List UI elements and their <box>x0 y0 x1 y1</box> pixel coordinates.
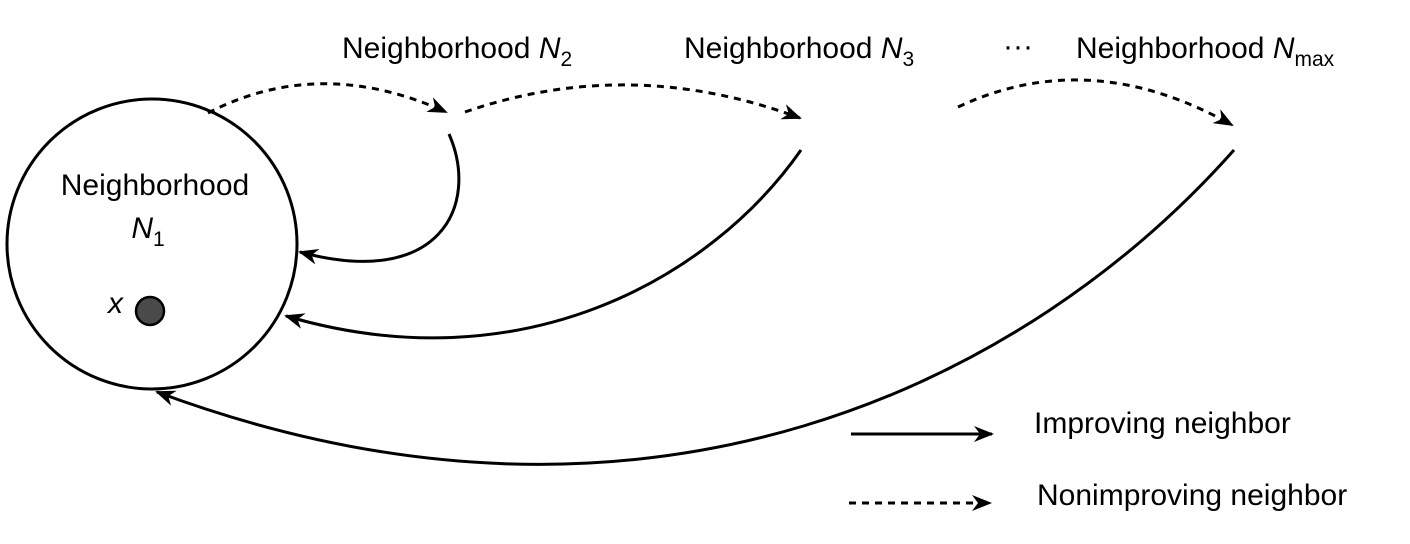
neighborhood-n1-circle <box>5 97 299 391</box>
neighborhood-n1-word: Neighborhood <box>61 169 249 202</box>
n2-index: 2 <box>561 48 573 71</box>
neighborhood-nmax-label: Neighborhood Nmax <box>1076 32 1335 71</box>
ellipsis: ··· <box>1003 30 1033 63</box>
neighborhood-n1-symbol: N1 <box>131 212 164 251</box>
point-x-label: x <box>106 287 124 320</box>
nmax-word: Neighborhood <box>1076 32 1264 65</box>
nonimproving-arrow-n2-n3 <box>464 83 802 120</box>
n1-index: 1 <box>153 228 165 251</box>
improving-arrow-n2-n1 <box>298 133 461 265</box>
neighborhood-n2-label: Neighborhood N2 <box>342 32 572 71</box>
legend-nonimproving-label: Nonimproving neighbor <box>1037 479 1347 512</box>
nonimproving-arrow-to-nmax <box>957 78 1234 127</box>
n1-symbol: N <box>131 212 153 245</box>
improving-arrow-nmax-n1 <box>155 149 1236 466</box>
n2-word: Neighborhood <box>342 32 530 65</box>
n3-index: 3 <box>903 48 915 71</box>
n3-word: Neighborhood <box>684 32 872 65</box>
n2-symbol: N <box>539 32 561 65</box>
improving-arrow-n3-n1 <box>284 149 803 340</box>
nonimproving-arrow-n1-n2 <box>207 82 448 115</box>
current-solution-point <box>134 295 166 327</box>
n3-symbol: N <box>881 32 903 65</box>
neighborhood-n3-label: Neighborhood N3 <box>684 32 914 71</box>
legend-improving-label: Improving neighbor <box>1034 407 1291 440</box>
nmax-index: max <box>1295 48 1335 71</box>
nmax-symbol: N <box>1273 32 1295 65</box>
